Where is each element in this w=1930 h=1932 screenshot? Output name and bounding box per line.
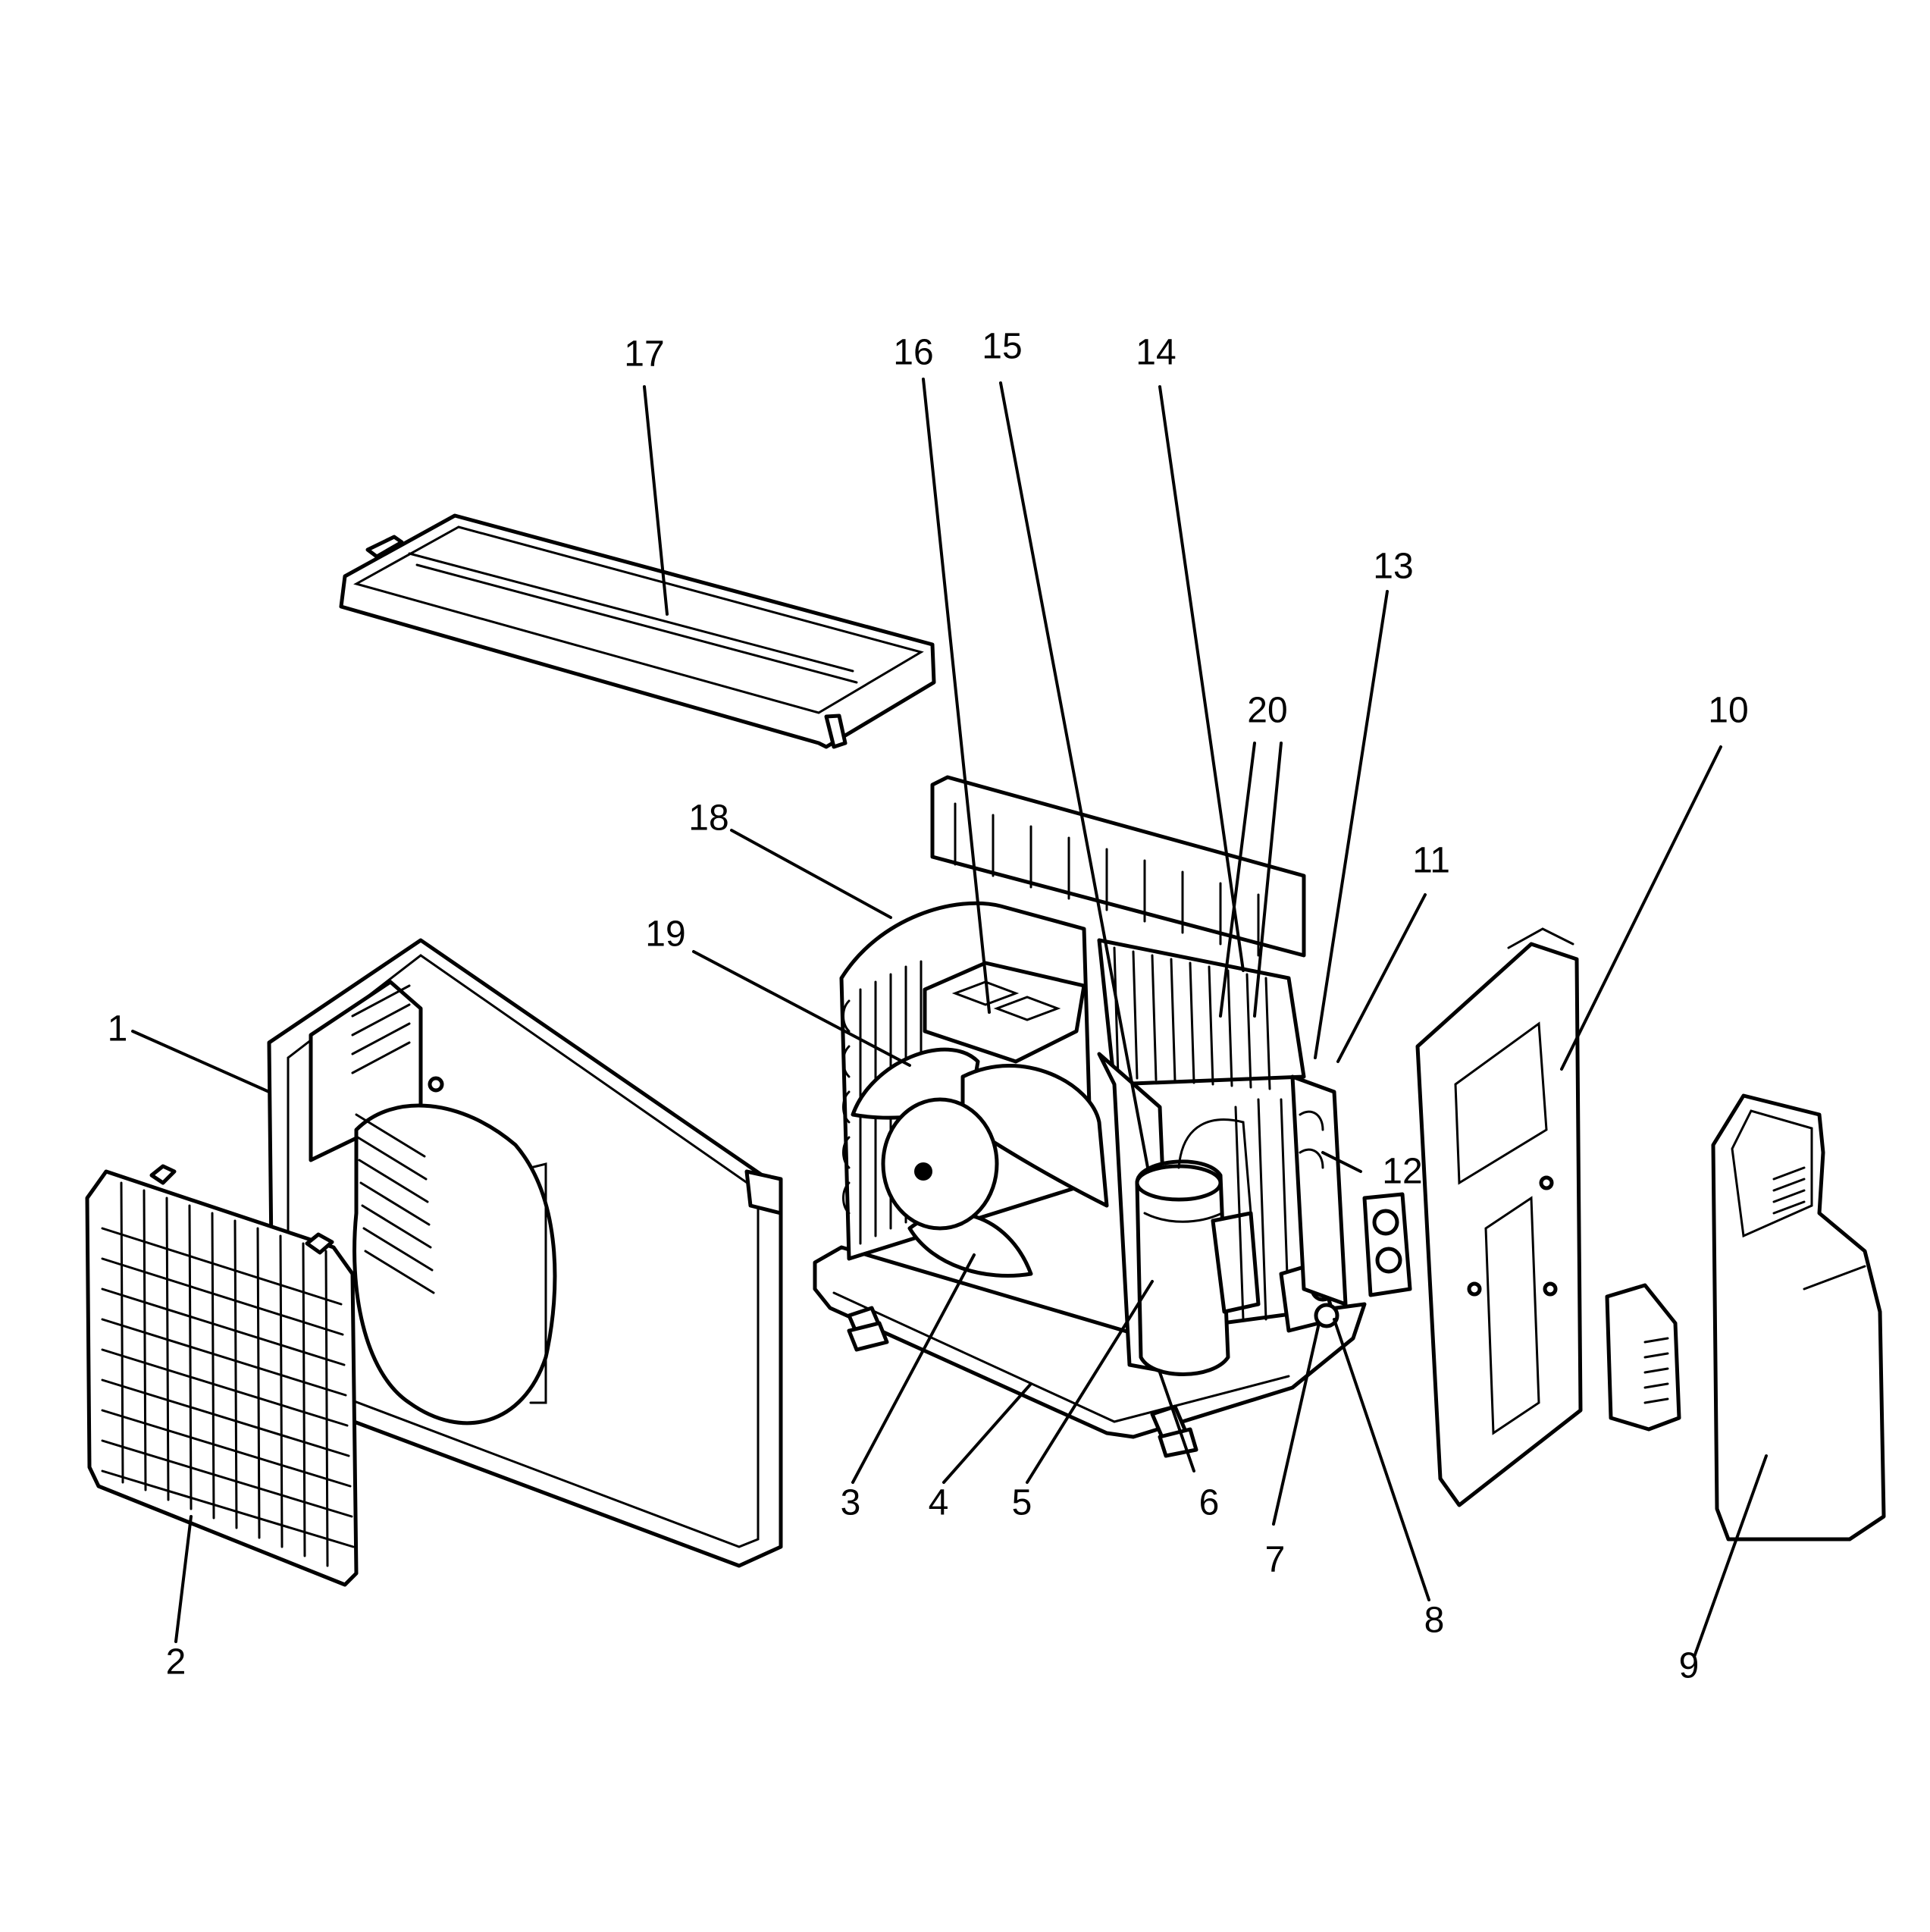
main-chassis (813, 775, 1367, 1458)
callout-13: 13 (1373, 547, 1413, 587)
front-grille (85, 1164, 359, 1587)
leader-lines (131, 378, 1768, 1658)
callout-18: 18 (688, 798, 728, 839)
leader-11 (1336, 893, 1427, 1063)
callout-9: 9 (1679, 1646, 1700, 1686)
callout-3: 3 (841, 1483, 861, 1523)
terminal-plate (1362, 1192, 1412, 1297)
leader-20b (1253, 742, 1283, 1018)
leader-17 (643, 385, 669, 616)
leader-2 (174, 1515, 193, 1643)
callout-7: 7 (1265, 1540, 1286, 1580)
leader-15 (999, 381, 1150, 1173)
callout-6: 6 (1199, 1483, 1220, 1523)
callout-1: 1 (108, 1009, 128, 1049)
front-panel (267, 938, 783, 1568)
callout-14: 14 (1136, 333, 1176, 373)
leader-3 (851, 1253, 976, 1484)
leader-16 (922, 378, 991, 1014)
callout-4: 4 (929, 1483, 949, 1523)
callout-16: 16 (893, 333, 933, 373)
leader-12 (1321, 1151, 1362, 1173)
leader-7 (1272, 1322, 1321, 1526)
callout-5: 5 (1012, 1483, 1032, 1523)
leader-6 (1158, 1371, 1195, 1473)
callout-19: 19 (645, 914, 685, 955)
callout-15: 15 (982, 327, 1022, 367)
callout-2: 2 (166, 1642, 186, 1683)
callout-8: 8 (1424, 1601, 1445, 1641)
leader-9 (1693, 1454, 1768, 1658)
leader-20a (1219, 742, 1256, 1018)
corner-cover (1711, 1093, 1886, 1542)
leader-19 (692, 950, 911, 1067)
leader-4 (942, 1382, 1032, 1484)
right-side-panel (1415, 927, 1583, 1507)
leader-14 (1158, 385, 1245, 972)
leader-5 (1026, 1280, 1154, 1484)
callout-10: 10 (1708, 691, 1748, 731)
leader-18 (730, 829, 892, 919)
callout-12: 12 (1382, 1152, 1422, 1192)
top-cover-panel (339, 513, 936, 749)
callout-20: 20 (1247, 691, 1287, 731)
electrical-box-cover (1605, 1283, 1681, 1432)
callout-17: 17 (624, 334, 664, 375)
leader-8 (1333, 1318, 1430, 1601)
leader-13 (1314, 590, 1389, 1059)
callout-11: 11 (1412, 841, 1450, 881)
leader-10 (1560, 745, 1722, 1071)
leader-1 (131, 1030, 271, 1093)
callout-labels: 1 2 3 4 5 6 7 8 9 10 11 12 13 14 15 16 1… (108, 327, 1749, 1686)
